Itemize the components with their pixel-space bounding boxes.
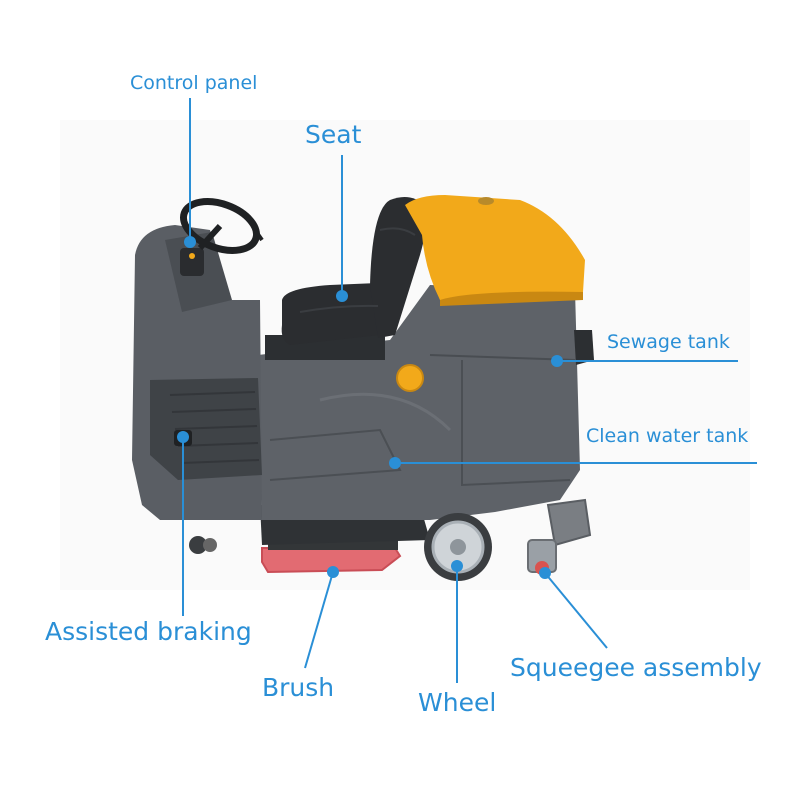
dot-squeegee [539,567,551,579]
seat-stitch-2 [299,304,379,313]
drain-cap [396,364,424,392]
leader-dots [177,236,563,579]
steering-column [197,223,223,251]
control-panel-screen [180,248,204,276]
foot-platform [150,378,262,480]
dot-wheel [451,560,463,572]
panel-seam-1 [429,354,576,361]
seat-backrest [370,196,427,338]
steering-wheel [180,198,260,254]
dot-control-panel [184,236,196,248]
label-assisted-braking: Assisted braking [45,617,252,646]
leader-squeegee [544,572,608,649]
drain-hose-mount [574,330,594,365]
tank-body [258,285,580,520]
seat-cushion [281,283,382,345]
dot-clean-water-tank [389,457,401,469]
cover-edge [440,291,583,306]
rear-wheel-center [450,539,466,555]
squeegee-assembly-part [527,498,592,575]
label-sewage-tank: Sewage tank [607,331,730,353]
label-seat: Seat [305,120,362,149]
dot-assisted-braking [177,431,189,443]
leader-brush [304,571,334,669]
cover-cap [478,197,494,205]
label-squeegee-assembly: Squeegee assembly [510,653,762,682]
front-caster-right [203,538,217,552]
scrubber-machine [132,195,594,581]
dot-sewage-tank [551,355,563,367]
indicator-light [189,253,195,259]
panel-seam-3 [269,428,402,481]
panel-seam-2 [461,360,571,487]
dot-seat [336,290,348,302]
label-clean-water-tank: Clean water tank [586,425,749,447]
front-caster-left [189,536,207,554]
leader-lines [182,98,757,683]
label-brush: Brush [262,673,335,702]
body-highlight [319,392,452,432]
dot-brush [327,566,339,578]
platform-grooves [169,391,260,464]
steering-knob [253,228,264,242]
seat-stitch-1 [379,227,416,236]
label-control-panel: Control panel [130,72,258,94]
label-wheel: Wheel [418,688,497,717]
yellow-cover [405,195,585,300]
